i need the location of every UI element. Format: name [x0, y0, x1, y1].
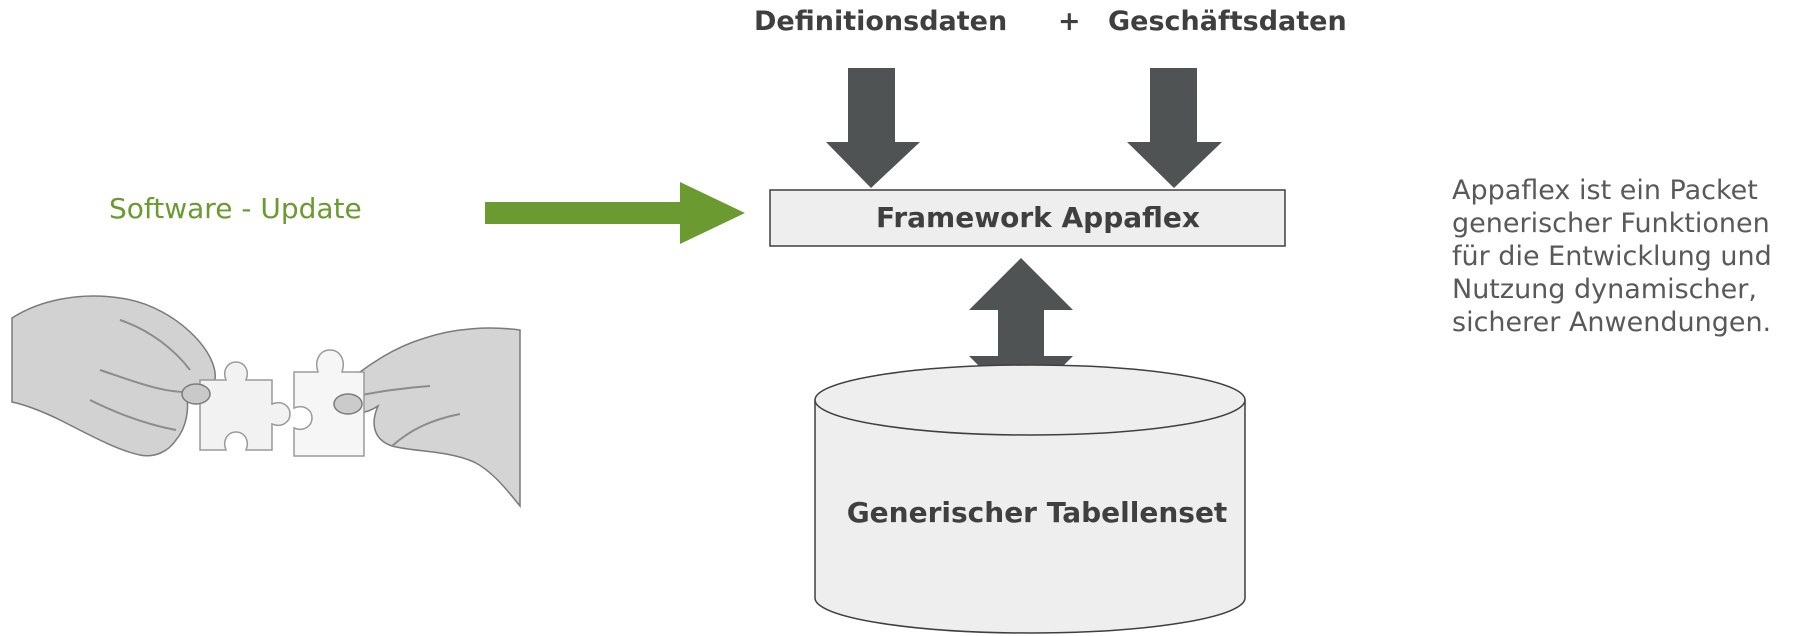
database-cylinder: [814, 364, 1246, 634]
business-down-arrow: [1127, 68, 1222, 188]
update-arrow: [485, 182, 745, 244]
business-data-label: Geschäftsdaten: [1108, 6, 1347, 37]
puzzle-hands-image: [11, 295, 521, 509]
description-line: sicherer Anwendungen.: [1452, 307, 1772, 338]
framework-label: Framework Appaflex: [876, 201, 1200, 234]
description-text: Appaflex ist ein Packet generischer Funk…: [1452, 174, 1792, 339]
framework-box: [769, 189, 1286, 247]
software-update-label: Software - Update: [109, 192, 362, 225]
description-line: Appaflex ist ein Packet: [1452, 175, 1758, 206]
description-line: für die Entwicklung und: [1452, 241, 1772, 272]
database-label: Generischer Tabellenset: [846, 496, 1228, 529]
plus-sign: +: [1058, 6, 1081, 37]
definitions-data-label: Definitionsdaten: [754, 6, 1008, 37]
description-line: Nutzung dynamischer,: [1452, 274, 1757, 305]
description-line: generischer Funktionen: [1452, 208, 1770, 239]
definitions-down-arrow: [826, 68, 920, 188]
